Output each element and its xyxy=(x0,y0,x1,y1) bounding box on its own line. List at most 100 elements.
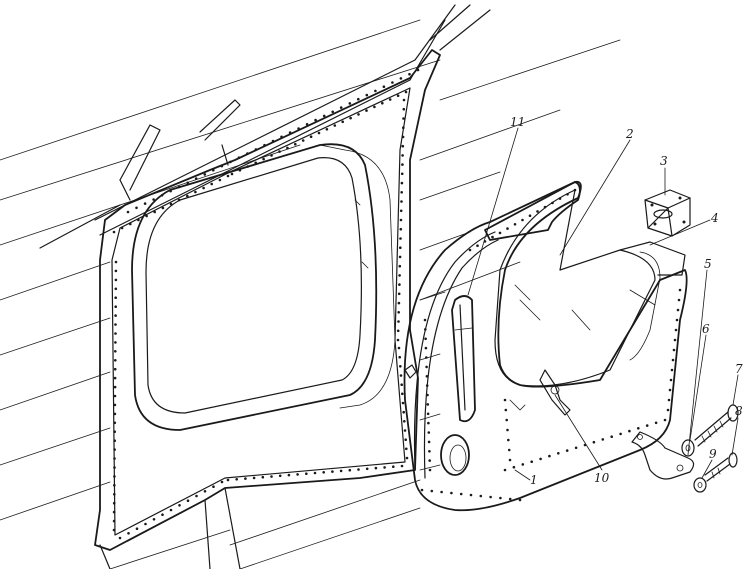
rivet xyxy=(313,471,317,475)
rivet xyxy=(230,172,234,176)
rivet xyxy=(186,499,190,503)
rivet xyxy=(114,359,117,362)
rivet xyxy=(294,142,297,146)
rivet xyxy=(113,394,117,398)
rivet xyxy=(118,536,122,540)
rivet xyxy=(194,190,197,194)
callout-2: 2 xyxy=(625,127,634,141)
rivet xyxy=(271,139,275,143)
rivet xyxy=(399,209,403,213)
rivet xyxy=(331,470,334,473)
rivet xyxy=(333,124,337,127)
rivet xyxy=(663,418,667,422)
rivet xyxy=(113,412,117,416)
leader-11 xyxy=(467,127,519,296)
leader-1 xyxy=(514,469,531,481)
rivet xyxy=(428,459,432,462)
rivet xyxy=(574,446,578,450)
rivet xyxy=(423,318,427,322)
rivet xyxy=(114,287,118,291)
latch[interactable] xyxy=(539,369,571,416)
leader-2 xyxy=(559,139,631,256)
rivet xyxy=(331,110,335,114)
rivet xyxy=(401,163,404,166)
rivet xyxy=(506,227,509,230)
rivet xyxy=(263,143,266,147)
rivet xyxy=(397,301,401,305)
leader-6 xyxy=(689,334,707,441)
rivet xyxy=(557,452,560,455)
rivet xyxy=(113,448,116,451)
rivet xyxy=(673,338,677,342)
rivet xyxy=(143,202,147,205)
rivet xyxy=(113,421,117,425)
rivet xyxy=(137,218,140,222)
rivet xyxy=(246,165,250,168)
rivet xyxy=(428,468,432,472)
rivet xyxy=(491,235,494,239)
rivet xyxy=(426,412,430,416)
rivet xyxy=(548,454,551,458)
rivet xyxy=(670,368,674,372)
rivet xyxy=(402,98,406,102)
leader-lines xyxy=(467,127,739,481)
rivet xyxy=(499,496,502,500)
handle[interactable] xyxy=(451,295,476,423)
rivet xyxy=(400,200,403,203)
leader-10 xyxy=(554,394,603,471)
rivet xyxy=(671,358,675,362)
rivet xyxy=(675,318,679,322)
leader-9 xyxy=(701,459,713,479)
rivet xyxy=(426,403,430,406)
rivet xyxy=(203,173,207,176)
rivet xyxy=(114,278,118,282)
rivet xyxy=(430,489,434,493)
rivet xyxy=(114,323,117,326)
rivet xyxy=(341,120,345,124)
leader-7 xyxy=(732,374,739,406)
rivet xyxy=(365,93,369,97)
rivet xyxy=(280,135,283,139)
rivet xyxy=(383,466,386,469)
rivet xyxy=(112,501,116,505)
rivet xyxy=(135,206,138,210)
callout-7: 7 xyxy=(735,362,743,376)
rivet xyxy=(400,191,404,194)
rivet xyxy=(169,189,172,193)
rivet xyxy=(322,114,326,118)
rivet xyxy=(427,440,431,444)
rivet xyxy=(399,77,403,80)
rivet xyxy=(229,160,232,164)
window-cover-panel xyxy=(403,180,688,512)
rivet xyxy=(113,457,116,460)
rivet xyxy=(506,428,509,432)
rivet xyxy=(288,131,292,134)
rivet xyxy=(408,72,411,76)
rivet xyxy=(113,466,116,469)
rivet xyxy=(152,518,156,521)
washer-top xyxy=(681,439,695,457)
rivet xyxy=(513,223,517,226)
rivet xyxy=(404,438,408,442)
rivet xyxy=(401,401,405,405)
rivet xyxy=(398,255,402,259)
rivet xyxy=(278,150,281,153)
rivet xyxy=(177,185,181,189)
rivet xyxy=(270,154,273,157)
rivet xyxy=(357,468,360,471)
rivet xyxy=(508,497,512,501)
rivet xyxy=(539,457,542,461)
rivet xyxy=(391,81,394,84)
rivet xyxy=(398,264,402,268)
rivet xyxy=(339,106,343,109)
rivet xyxy=(678,288,682,292)
rivet xyxy=(424,346,428,350)
rivet xyxy=(654,421,658,425)
rivet xyxy=(226,174,230,178)
rivet xyxy=(401,154,404,157)
rivet xyxy=(226,478,230,482)
rivet xyxy=(530,460,533,464)
rivet xyxy=(521,218,524,222)
rivet xyxy=(114,314,117,317)
